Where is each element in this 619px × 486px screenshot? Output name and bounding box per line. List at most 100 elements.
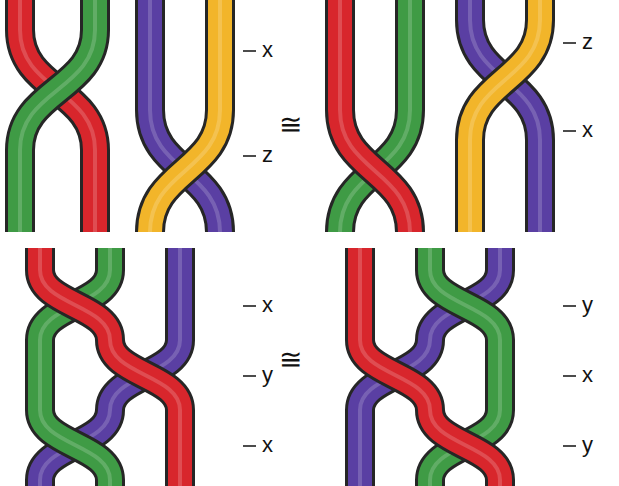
strand-outline <box>80 150 110 232</box>
strand-outline <box>325 0 355 110</box>
generator-label: y <box>582 433 593 457</box>
strand-highlight <box>340 110 410 232</box>
strand-highlight <box>498 248 502 270</box>
strand-outline <box>345 410 375 480</box>
strand-outline <box>485 340 515 410</box>
strand-highlight <box>430 270 500 340</box>
braid-strand <box>430 410 500 480</box>
strand-highlight <box>360 340 430 410</box>
braid-strand <box>470 20 540 140</box>
strand-highlight <box>468 140 472 232</box>
strand-highlight <box>110 340 180 410</box>
strand-outline <box>430 410 500 480</box>
strand-outline <box>165 248 195 270</box>
strand-outline <box>470 20 540 140</box>
strand-highlight <box>40 410 110 480</box>
strand-highlight <box>538 0 542 20</box>
level-tick <box>563 445 576 447</box>
strand-outline <box>40 270 110 340</box>
generator-label: x <box>582 118 593 142</box>
strand-outline <box>150 110 220 232</box>
strand-highlight <box>108 248 112 270</box>
strand-highlight <box>358 410 362 480</box>
braid-strand <box>488 480 512 486</box>
braid-strand <box>458 0 482 20</box>
braid-strand <box>488 248 512 270</box>
strand-highlight <box>498 340 502 410</box>
strand-highlight <box>150 110 220 232</box>
strand-outline <box>345 248 375 270</box>
strand-highlight <box>20 30 95 150</box>
strand-highlight <box>470 20 540 140</box>
braid-strand <box>168 480 192 486</box>
strand-highlight <box>18 150 22 232</box>
braid-strand <box>528 0 552 20</box>
braid-strand <box>168 410 192 480</box>
strand-outline <box>40 270 110 340</box>
braid-strand <box>98 480 122 486</box>
braid-strand <box>430 270 500 340</box>
strand-highlight <box>338 0 342 110</box>
generator-label: y <box>262 363 273 387</box>
braid-strand <box>470 20 540 140</box>
strand-outline <box>25 248 55 270</box>
strand-highlight <box>358 248 362 270</box>
braid-strand <box>340 110 410 232</box>
equivalence-sign: ≅ <box>279 345 302 376</box>
strand-outline <box>40 410 110 480</box>
strand-outline <box>110 340 180 410</box>
braid-strand <box>458 140 482 232</box>
strand-outline <box>205 0 235 110</box>
strand-outline <box>430 270 500 340</box>
strand-highlight <box>18 0 22 30</box>
braid-strand <box>40 410 110 480</box>
braid-strand <box>348 480 372 486</box>
strand-highlight <box>40 270 110 340</box>
strand-outline <box>430 410 500 480</box>
level-tick <box>563 130 576 132</box>
braid-strand <box>20 30 95 150</box>
braid-strand <box>83 0 107 30</box>
strand-outline <box>20 30 95 150</box>
braid-strand <box>8 0 32 30</box>
strand-outline <box>95 248 125 270</box>
strand-highlight <box>360 340 430 410</box>
braid-strand <box>150 110 220 232</box>
braid-strand <box>168 248 192 270</box>
strand-highlight <box>468 0 472 20</box>
braid-strand <box>150 110 220 232</box>
braid-strand <box>528 140 552 232</box>
strand-highlight <box>408 0 412 110</box>
strand-highlight <box>178 410 182 480</box>
braid-strand <box>28 480 52 486</box>
generator-label: x <box>262 38 273 62</box>
braid-strand <box>488 340 512 410</box>
braid-strand <box>138 0 162 110</box>
strand-highlight <box>178 480 182 486</box>
level-tick <box>243 305 256 307</box>
braid-strand <box>398 0 422 110</box>
strand-outline <box>345 270 375 340</box>
strand-outline <box>165 410 195 480</box>
braid-strand <box>8 150 32 232</box>
strand-outline <box>150 110 220 232</box>
strand-outline <box>360 340 430 410</box>
braid-strand <box>348 248 372 270</box>
strand-highlight <box>538 140 542 232</box>
level-tick <box>243 155 256 157</box>
strand-outline <box>415 480 445 486</box>
strand-outline <box>485 480 515 486</box>
braid-strand <box>348 410 372 480</box>
strand-outline <box>525 140 555 232</box>
strand-outline <box>40 410 110 480</box>
strand-outline <box>5 150 35 232</box>
strand-highlight <box>20 30 95 150</box>
braid-strand <box>418 480 442 486</box>
level-tick <box>243 375 256 377</box>
strand-outline <box>340 110 410 232</box>
generator-label: x <box>582 363 593 387</box>
strand-highlight <box>150 110 220 232</box>
strand-highlight <box>430 410 500 480</box>
braid-strand <box>40 270 110 340</box>
